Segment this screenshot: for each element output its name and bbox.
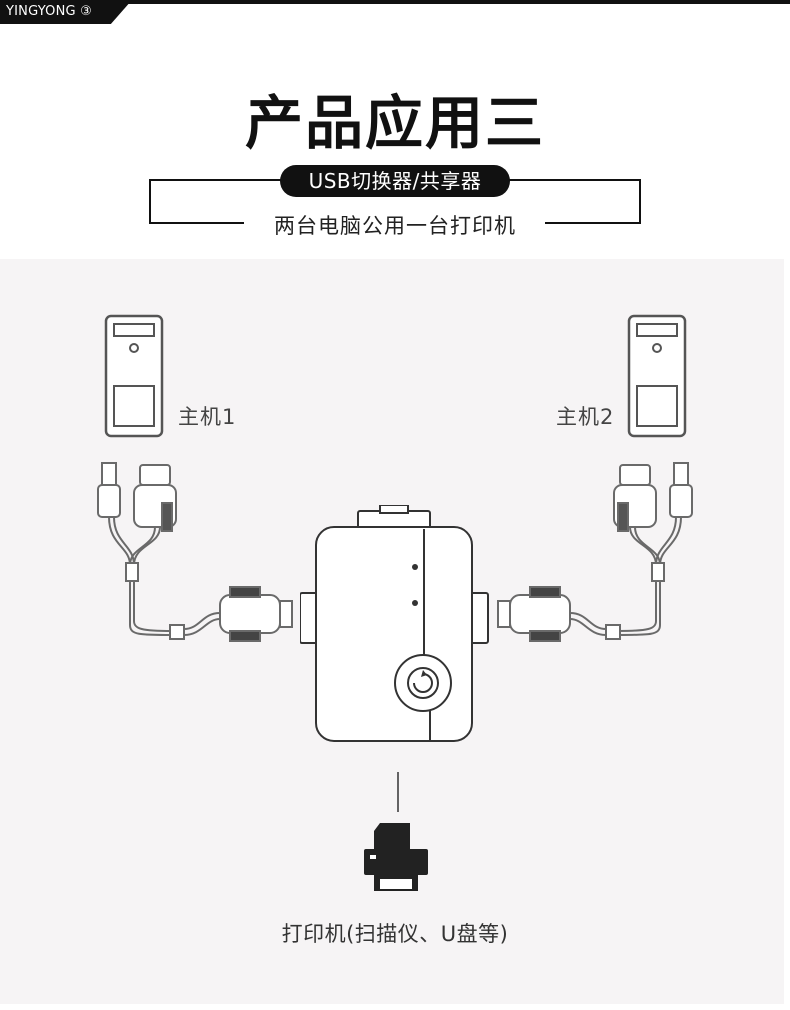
printer-icon [364,823,428,891]
printer-label: 打印机(扫描仪、U盘等) [281,922,509,946]
computer-tower-icon-2 [627,314,687,438]
page-subtitle: 两台电脑公用一台打印机 [274,214,516,238]
product-badge: USB切换器/共享器 [280,165,510,197]
page-title: 产品应用三 [244,89,545,157]
subtitle-frame-right [639,179,641,224]
usb-switch-icon [300,505,489,742]
left-cable-illustration [97,462,293,642]
subtitle-frame-bottom-right [545,222,641,224]
subtitle-frame-bottom-left [149,222,244,224]
printer-connector-line [397,772,399,812]
right-cable-illustration [497,462,693,642]
section-tag: YINGYONG ③ [0,0,132,24]
computer-tower-icon-1 [104,314,164,438]
top-rule [0,0,790,4]
host-2-label: 主机2 [556,405,615,429]
host-1-label: 主机1 [178,405,237,429]
